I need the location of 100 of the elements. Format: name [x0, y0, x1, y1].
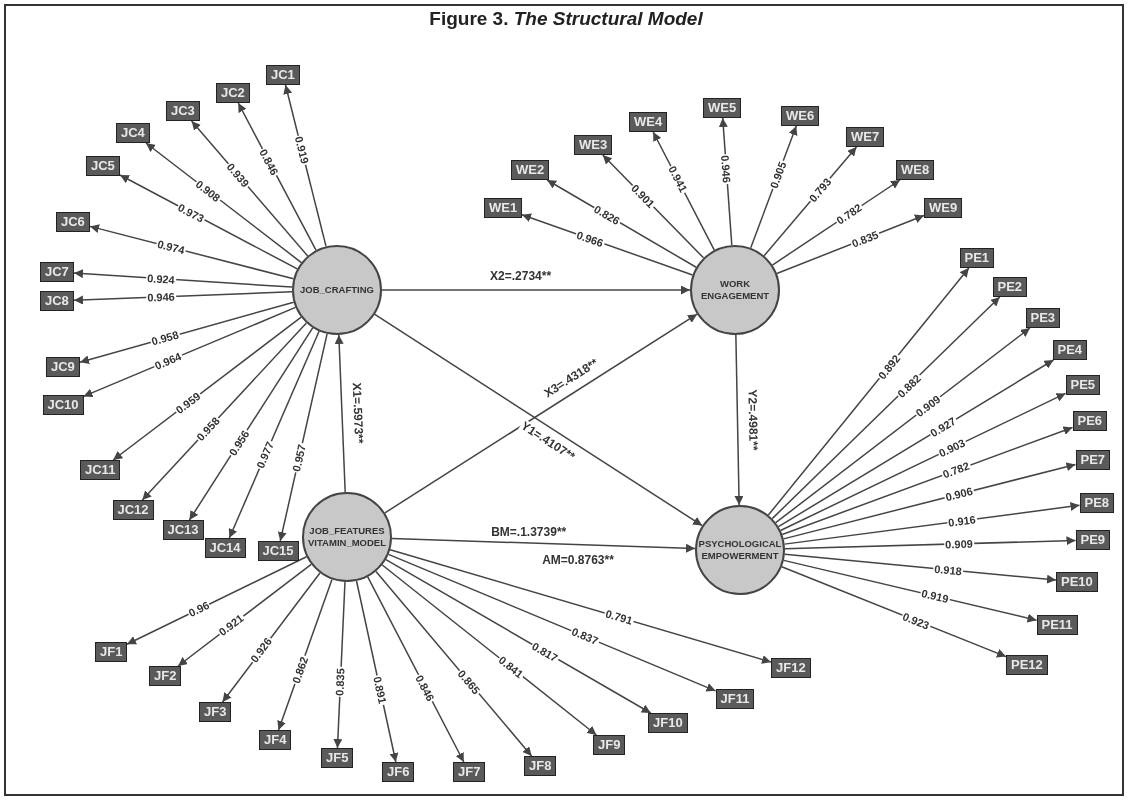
arrow — [334, 334, 346, 493]
arrow — [782, 462, 1077, 540]
indicator-box: JF4 — [259, 730, 292, 750]
loading-value: 0.919 — [919, 587, 952, 606]
indicator-box: PE12 — [1006, 655, 1048, 675]
indicator-box: WE8 — [896, 160, 935, 180]
indicator-box: JF12 — [771, 658, 811, 678]
arrow — [777, 359, 1055, 528]
indicator-box: JC8 — [40, 291, 74, 311]
indicator-box: PE5 — [1065, 375, 1101, 395]
indicator-box: JC2 — [216, 83, 250, 103]
loading-value: 0.919 — [292, 133, 312, 166]
indicator-box: JF9 — [593, 735, 626, 755]
indicator-box: PE6 — [1072, 411, 1108, 431]
path-coefficient: X1=.5973** — [350, 381, 366, 445]
loading-value: 0.918 — [932, 562, 963, 578]
indicator-box: PE9 — [1075, 530, 1111, 550]
latent-variable-name: WORK ENGAGEMENT — [699, 278, 771, 302]
indicator-box: JC1 — [266, 65, 300, 85]
loading-value: 0.782 — [940, 459, 973, 481]
indicator-box: JC15 — [257, 541, 299, 561]
indicator-box: PE2 — [992, 277, 1028, 297]
arrow — [783, 502, 1081, 545]
path-coefficient: X2=.2734** — [489, 270, 553, 282]
indicator-box: PE3 — [1025, 308, 1061, 328]
arrow — [381, 285, 691, 295]
indicator-box: PE4 — [1052, 340, 1088, 360]
loading-value: 0.905 — [767, 158, 789, 191]
path-coefficient: AM=0.8763** — [541, 554, 615, 566]
arrow — [775, 327, 1031, 524]
indicator-box: JF1 — [95, 642, 128, 662]
loading-value: 0.946 — [719, 153, 734, 184]
indicator-box: JC13 — [162, 520, 204, 540]
arrow — [126, 555, 308, 645]
indicator-box: JF2 — [149, 666, 182, 686]
loading-value: 0.964 — [152, 349, 185, 373]
indicator-box: WE6 — [781, 106, 820, 126]
indicator-box: JC9 — [46, 357, 80, 377]
loading-value: 0.957 — [289, 442, 309, 474]
figure-title: Figure 3. The Structural Model — [429, 8, 703, 29]
indicator-box: JF8 — [524, 756, 557, 776]
indicator-box: JC5 — [86, 156, 120, 176]
indicator-box: WE9 — [924, 198, 963, 218]
loading-value: 0.974 — [155, 237, 188, 257]
loading-value: 0.966 — [574, 228, 607, 250]
indicator-box: JC4 — [116, 123, 150, 143]
indicator-box: WE7 — [846, 127, 885, 147]
arrow — [734, 334, 744, 506]
arrow — [389, 549, 772, 664]
indicator-box: JF7 — [453, 762, 486, 782]
loading-value: 0.791 — [602, 607, 635, 628]
indicator-box: PE10 — [1056, 572, 1098, 592]
arrow — [781, 426, 1074, 536]
indicator-box: JF6 — [382, 762, 415, 782]
arrow — [784, 536, 1077, 550]
loading-value: 0.862 — [289, 653, 311, 686]
arrow — [784, 553, 1057, 584]
indicator-box: PE8 — [1079, 493, 1115, 513]
arrow — [779, 392, 1067, 532]
arrow — [228, 330, 320, 539]
path-coefficient: Y2=.4981** — [746, 388, 761, 452]
loading-value: 0.906 — [942, 484, 975, 504]
indicator-box: JF3 — [199, 702, 232, 722]
indicator-box: JC7 — [40, 262, 74, 282]
indicator-box: WE3 — [574, 135, 613, 155]
latent-variable-name: PSYCHOLOGICAL EMPOWERMENT — [697, 538, 783, 562]
arrow — [391, 537, 696, 553]
arrow — [381, 564, 598, 736]
indicator-box: JC11 — [80, 460, 121, 480]
loading-value: 0.835 — [333, 666, 348, 697]
indicator-box: WE1 — [484, 198, 523, 218]
arrow — [141, 322, 308, 501]
indicator-box: JC6 — [56, 212, 90, 232]
indicator-box: JC10 — [42, 395, 84, 415]
loading-value: 0.96 — [185, 598, 212, 620]
indicator-box: JF5 — [321, 748, 354, 768]
arrow — [771, 296, 1001, 520]
latent-variable-name: JOB_CRAFTING — [299, 284, 375, 296]
loading-value: 0.924 — [146, 271, 177, 286]
indicator-box: JF10 — [648, 713, 688, 733]
latent-variable-name: JOB_FEATURES VITAMIN_MODEL — [307, 525, 387, 549]
loading-value: 0.958 — [149, 328, 182, 348]
indicator-box: JC14 — [204, 538, 246, 558]
indicator-box: WE4 — [629, 112, 668, 132]
indicator-box: WE2 — [511, 160, 550, 180]
arrow — [767, 267, 970, 516]
path-coefficient: BM=.1.3739** — [490, 526, 568, 538]
indicator-box: PE7 — [1075, 450, 1111, 470]
loading-value: 0.946 — [146, 290, 177, 304]
loading-value: 0.909 — [944, 537, 975, 551]
arrow — [783, 559, 1038, 623]
indicator-box: PE1 — [959, 248, 995, 268]
indicator-box: JC3 — [166, 101, 200, 121]
indicator-box: WE5 — [703, 98, 742, 118]
arrow — [387, 553, 717, 692]
indicator-box: PE11 — [1036, 615, 1078, 635]
arrow — [385, 558, 652, 714]
indicator-box: JF11 — [715, 689, 755, 709]
arrow — [375, 570, 533, 757]
indicator-box: JC12 — [112, 500, 154, 520]
